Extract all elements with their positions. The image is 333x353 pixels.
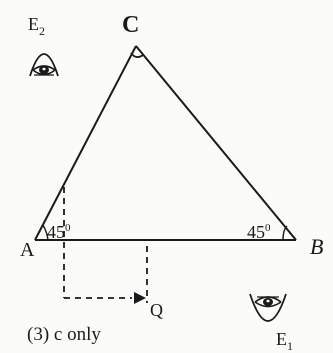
vertex-c-label: C [122,12,139,38]
angle-a-label: 450 [47,222,71,242]
angle-arc-b [282,225,288,241]
vertex-a-label: A [20,239,35,261]
eye-looking-down-icon [29,53,59,77]
eye-looking-up-icon [249,293,287,322]
angle-arc-a [42,224,49,241]
side-cb [135,45,297,241]
angle-b-label: 450 [247,222,271,242]
point-q-label: Q [150,300,163,320]
observer-e2-label: E2 [28,14,45,38]
right-angle-marker-icon [130,52,144,58]
option-text: (3) c only [27,324,101,345]
observer-e1-label: E1 [276,329,293,353]
arrow-right-icon [134,292,146,304]
side-ac [34,45,137,241]
vertex-b-label: B [310,234,323,259]
